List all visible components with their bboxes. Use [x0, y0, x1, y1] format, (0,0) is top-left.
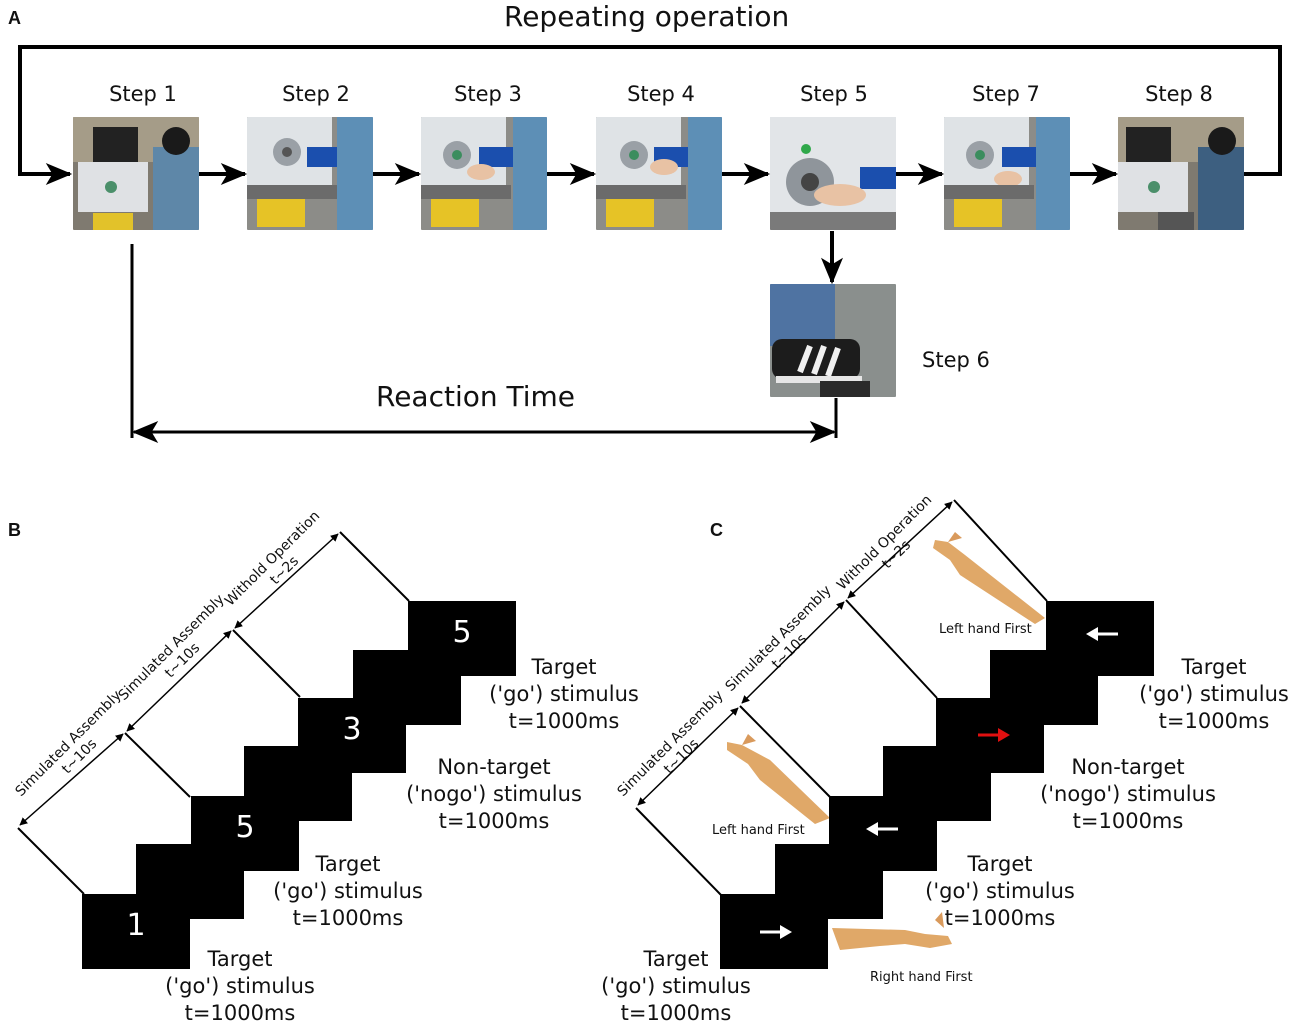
b-screen-1: 1: [82, 894, 190, 969]
c-stim-3-line2: ('nogo') stimulus: [1040, 782, 1216, 806]
b-stimulus-3: Non-target ('nogo') stimulus t=1000ms: [404, 754, 584, 835]
step-8-photo: [1118, 117, 1244, 230]
b-digit-2: 5: [235, 810, 255, 845]
b-interval-2-name: Simulated Assembly: [115, 591, 228, 704]
c-stim-4-line2: ('go') stimulus: [1139, 682, 1289, 706]
step-3-label: Step 3: [454, 82, 522, 106]
b-digit-1: 1: [126, 908, 146, 943]
b-connector-2: [124, 732, 191, 798]
c-connector-3: [845, 599, 938, 699]
step-7-photo: [944, 117, 1070, 230]
b-stim-3-line2: ('nogo') stimulus: [406, 782, 582, 806]
c-hand-caption-1: Right hand First: [870, 970, 973, 985]
b-stim-1-line2: ('go') stimulus: [165, 974, 315, 998]
b-stim-4-line3: t=1000ms: [508, 709, 620, 733]
step-6-photo: [770, 284, 896, 397]
b-stim-3-line3: t=1000ms: [438, 809, 550, 833]
step-8-label: Step 8: [1145, 82, 1213, 106]
b-stim-4-line1: Target: [531, 655, 597, 679]
b-connector-1: [17, 827, 85, 895]
b-interval-2-time: t~10s: [162, 640, 204, 682]
step-5-photo: [770, 117, 896, 230]
step-2-label: Step 2: [282, 82, 350, 106]
c-connector-2: [739, 705, 831, 798]
b-interval-2: Simulated Assembly t~10s: [115, 591, 238, 716]
c-stim-3-line3: t=1000ms: [1072, 809, 1184, 833]
b-stim-2-line2: ('go') stimulus: [273, 879, 423, 903]
b-stim-3-line1: Non-target: [437, 755, 551, 779]
reaction-time-label: Reaction Time: [376, 380, 576, 413]
c-stim-3-line1: Non-target: [1071, 755, 1185, 779]
c-stimulus-4: Target ('go') stimulus t=1000ms: [1134, 654, 1294, 735]
b-digit-4: 5: [452, 615, 472, 650]
c-stim-2-line3: t=1000ms: [944, 906, 1056, 930]
b-interval-1-time: t~10s: [59, 736, 101, 778]
c-stim-1-line1: Target: [643, 947, 709, 971]
b-stim-1-line3: t=1000ms: [184, 1001, 296, 1025]
b-stim-2-line3: t=1000ms: [292, 906, 404, 930]
step-1-label: Step 1: [109, 82, 177, 106]
b-interval-3: Withold Operation t~2s: [221, 507, 337, 623]
repeating-operation-label: Repeating operation: [504, 0, 790, 33]
c-stim-4-line3: t=1000ms: [1158, 709, 1270, 733]
c-interval-2: Simulated Assembly t~10s: [722, 582, 845, 707]
c-connector-4: [953, 499, 1048, 602]
b-stim-4-line2: ('go') stimulus: [489, 682, 639, 706]
step-5-label: Step 5: [800, 82, 868, 106]
c-stim-2-line2: ('go') stimulus: [925, 879, 1075, 903]
step-6-label: Step 6: [922, 348, 990, 372]
b-interval-1: Simulated Assembly t~10s: [12, 687, 135, 812]
step-7-label: Step 7: [972, 82, 1040, 106]
step-3-photo: [421, 117, 547, 230]
b-stim-1-line1: Target: [207, 947, 273, 971]
c-interval-3-name: Withold Operation: [833, 491, 936, 594]
panel-c-letter: C: [710, 520, 723, 540]
b-stimulus-4: Target ('go') stimulus t=1000ms: [484, 654, 644, 735]
c-connector-1: [635, 807, 722, 896]
c-stimulus-1: Target ('go') stimulus t=1000ms: [596, 946, 756, 1026]
b-digit-3: 3: [342, 712, 362, 747]
c-hand-caption-3: Left hand First: [939, 622, 1032, 637]
c-hand-caption-2: Left hand First: [712, 823, 805, 838]
c-stim-2-line1: Target: [967, 852, 1033, 876]
step-2-photo: [247, 117, 373, 230]
b-connector-4: [339, 531, 410, 602]
left-hand-top: [933, 532, 1045, 624]
b-connector-3: [232, 629, 301, 698]
step-4-photo: [596, 117, 722, 230]
step-1-photo: [73, 117, 199, 230]
c-stimulus-2: Target ('go') stimulus t=1000ms: [920, 851, 1080, 932]
b-stim-2-line1: Target: [315, 852, 381, 876]
step-4-label: Step 4: [627, 82, 695, 106]
b-stimulus-2: Target ('go') stimulus t=1000ms: [268, 851, 428, 932]
c-interval-2-name: Simulated Assembly: [722, 582, 835, 695]
c-stim-1-line3: t=1000ms: [620, 1001, 732, 1025]
c-stimulus-3: Non-target ('nogo') stimulus t=1000ms: [1038, 754, 1218, 835]
c-stim-4-line1: Target: [1181, 655, 1247, 679]
panel-b-letter: B: [8, 520, 21, 540]
left-hand-middle: [727, 734, 830, 824]
b-stimulus-1: Target ('go') stimulus t=1000ms: [160, 946, 320, 1026]
b-interval-1-name: Simulated Assembly: [12, 687, 125, 800]
c-stim-1-line2: ('go') stimulus: [601, 974, 751, 998]
b-interval-3-name: Withold Operation: [221, 507, 324, 610]
panel-a-letter: A: [8, 8, 21, 28]
c-interval-2-time: t~10s: [769, 631, 811, 673]
c-interval-3: Withold Operation t~2s: [833, 491, 949, 607]
